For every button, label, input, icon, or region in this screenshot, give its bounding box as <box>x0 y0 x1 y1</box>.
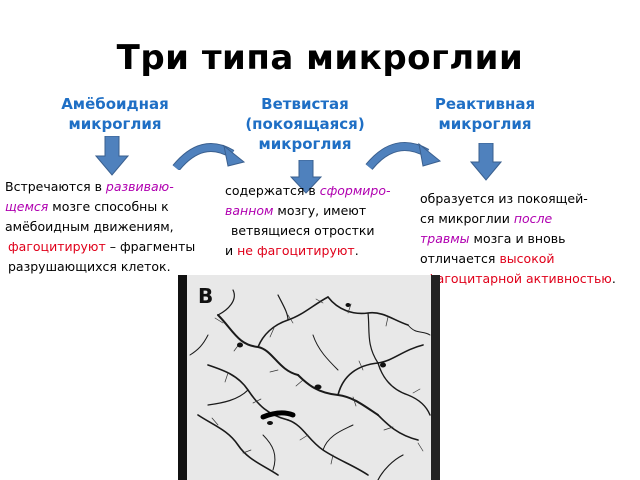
desc-amoeboid-line-5: разрушающихся клеток. <box>8 259 171 274</box>
desc-reactive-line-5: фагоцитарной активностью. <box>426 271 616 286</box>
heading-reactive-line-1: Реактивная <box>434 95 536 113</box>
heading-reactive: Реактивная микроглия <box>425 94 545 134</box>
heading-amoeboid-line-2: микроглия <box>68 115 162 133</box>
curved-arrow-left <box>172 143 246 170</box>
desc-amoeboid-line-1: Встречаются в развиваю- <box>5 179 174 194</box>
desc-ramified-line-2: ванном мозгу, имеют <box>225 203 367 218</box>
heading-ramified: Ветвистая (покоящаяся) микроглия <box>240 94 370 154</box>
heading-amoeboid-line-1: Амёбоидная <box>61 95 169 113</box>
desc-ramified-line-1: содержатся в сформиро- <box>225 183 391 198</box>
desc-amoeboid-line-2: щемся мозге способны к <box>5 199 169 214</box>
desc-ramified-line-4: и не фагоцитируют. <box>225 243 359 258</box>
heading-ramified-line-2: (покоящаяся) <box>245 115 365 133</box>
panel-letter: B <box>198 284 213 308</box>
desc-reactive-line-3: травмы мозга и вновь <box>420 231 566 246</box>
desc-ramified-line-3: ветвящиеся отростки <box>231 223 375 238</box>
desc-reactive: образуется из покоящей- ся микроглии пос… <box>420 189 616 289</box>
down-arrow-reactive <box>470 143 502 181</box>
microglia-micrograph: B <box>178 275 440 480</box>
desc-reactive-line-2: ся микроглии после <box>420 211 553 226</box>
desc-amoeboid-line-3: амёбоидным движениям, <box>5 219 174 234</box>
down-arrow-ramified <box>290 160 322 194</box>
page-title: Три типа микроглии <box>116 38 524 78</box>
heading-amoeboid: Амёбоидная микроглия <box>55 94 175 134</box>
desc-reactive-line-1: образуется из покоящей- <box>420 191 588 206</box>
desc-reactive-line-4: отличается высокой <box>420 251 555 266</box>
heading-reactive-line-2: микроглия <box>438 115 532 133</box>
heading-ramified-line-1: Ветвистая <box>261 95 349 113</box>
desc-amoeboid: Встречаются в развиваю- щемся мозге спос… <box>5 177 195 277</box>
desc-amoeboid-line-4: фагоцитируют – фрагменты <box>8 239 196 254</box>
curved-arrow-right <box>365 142 442 170</box>
desc-ramified: содержатся в сформиро- ванном мозгу, име… <box>225 181 391 261</box>
down-arrow-amoeboid <box>95 136 129 176</box>
heading-ramified-line-3: микроглия <box>258 135 352 153</box>
